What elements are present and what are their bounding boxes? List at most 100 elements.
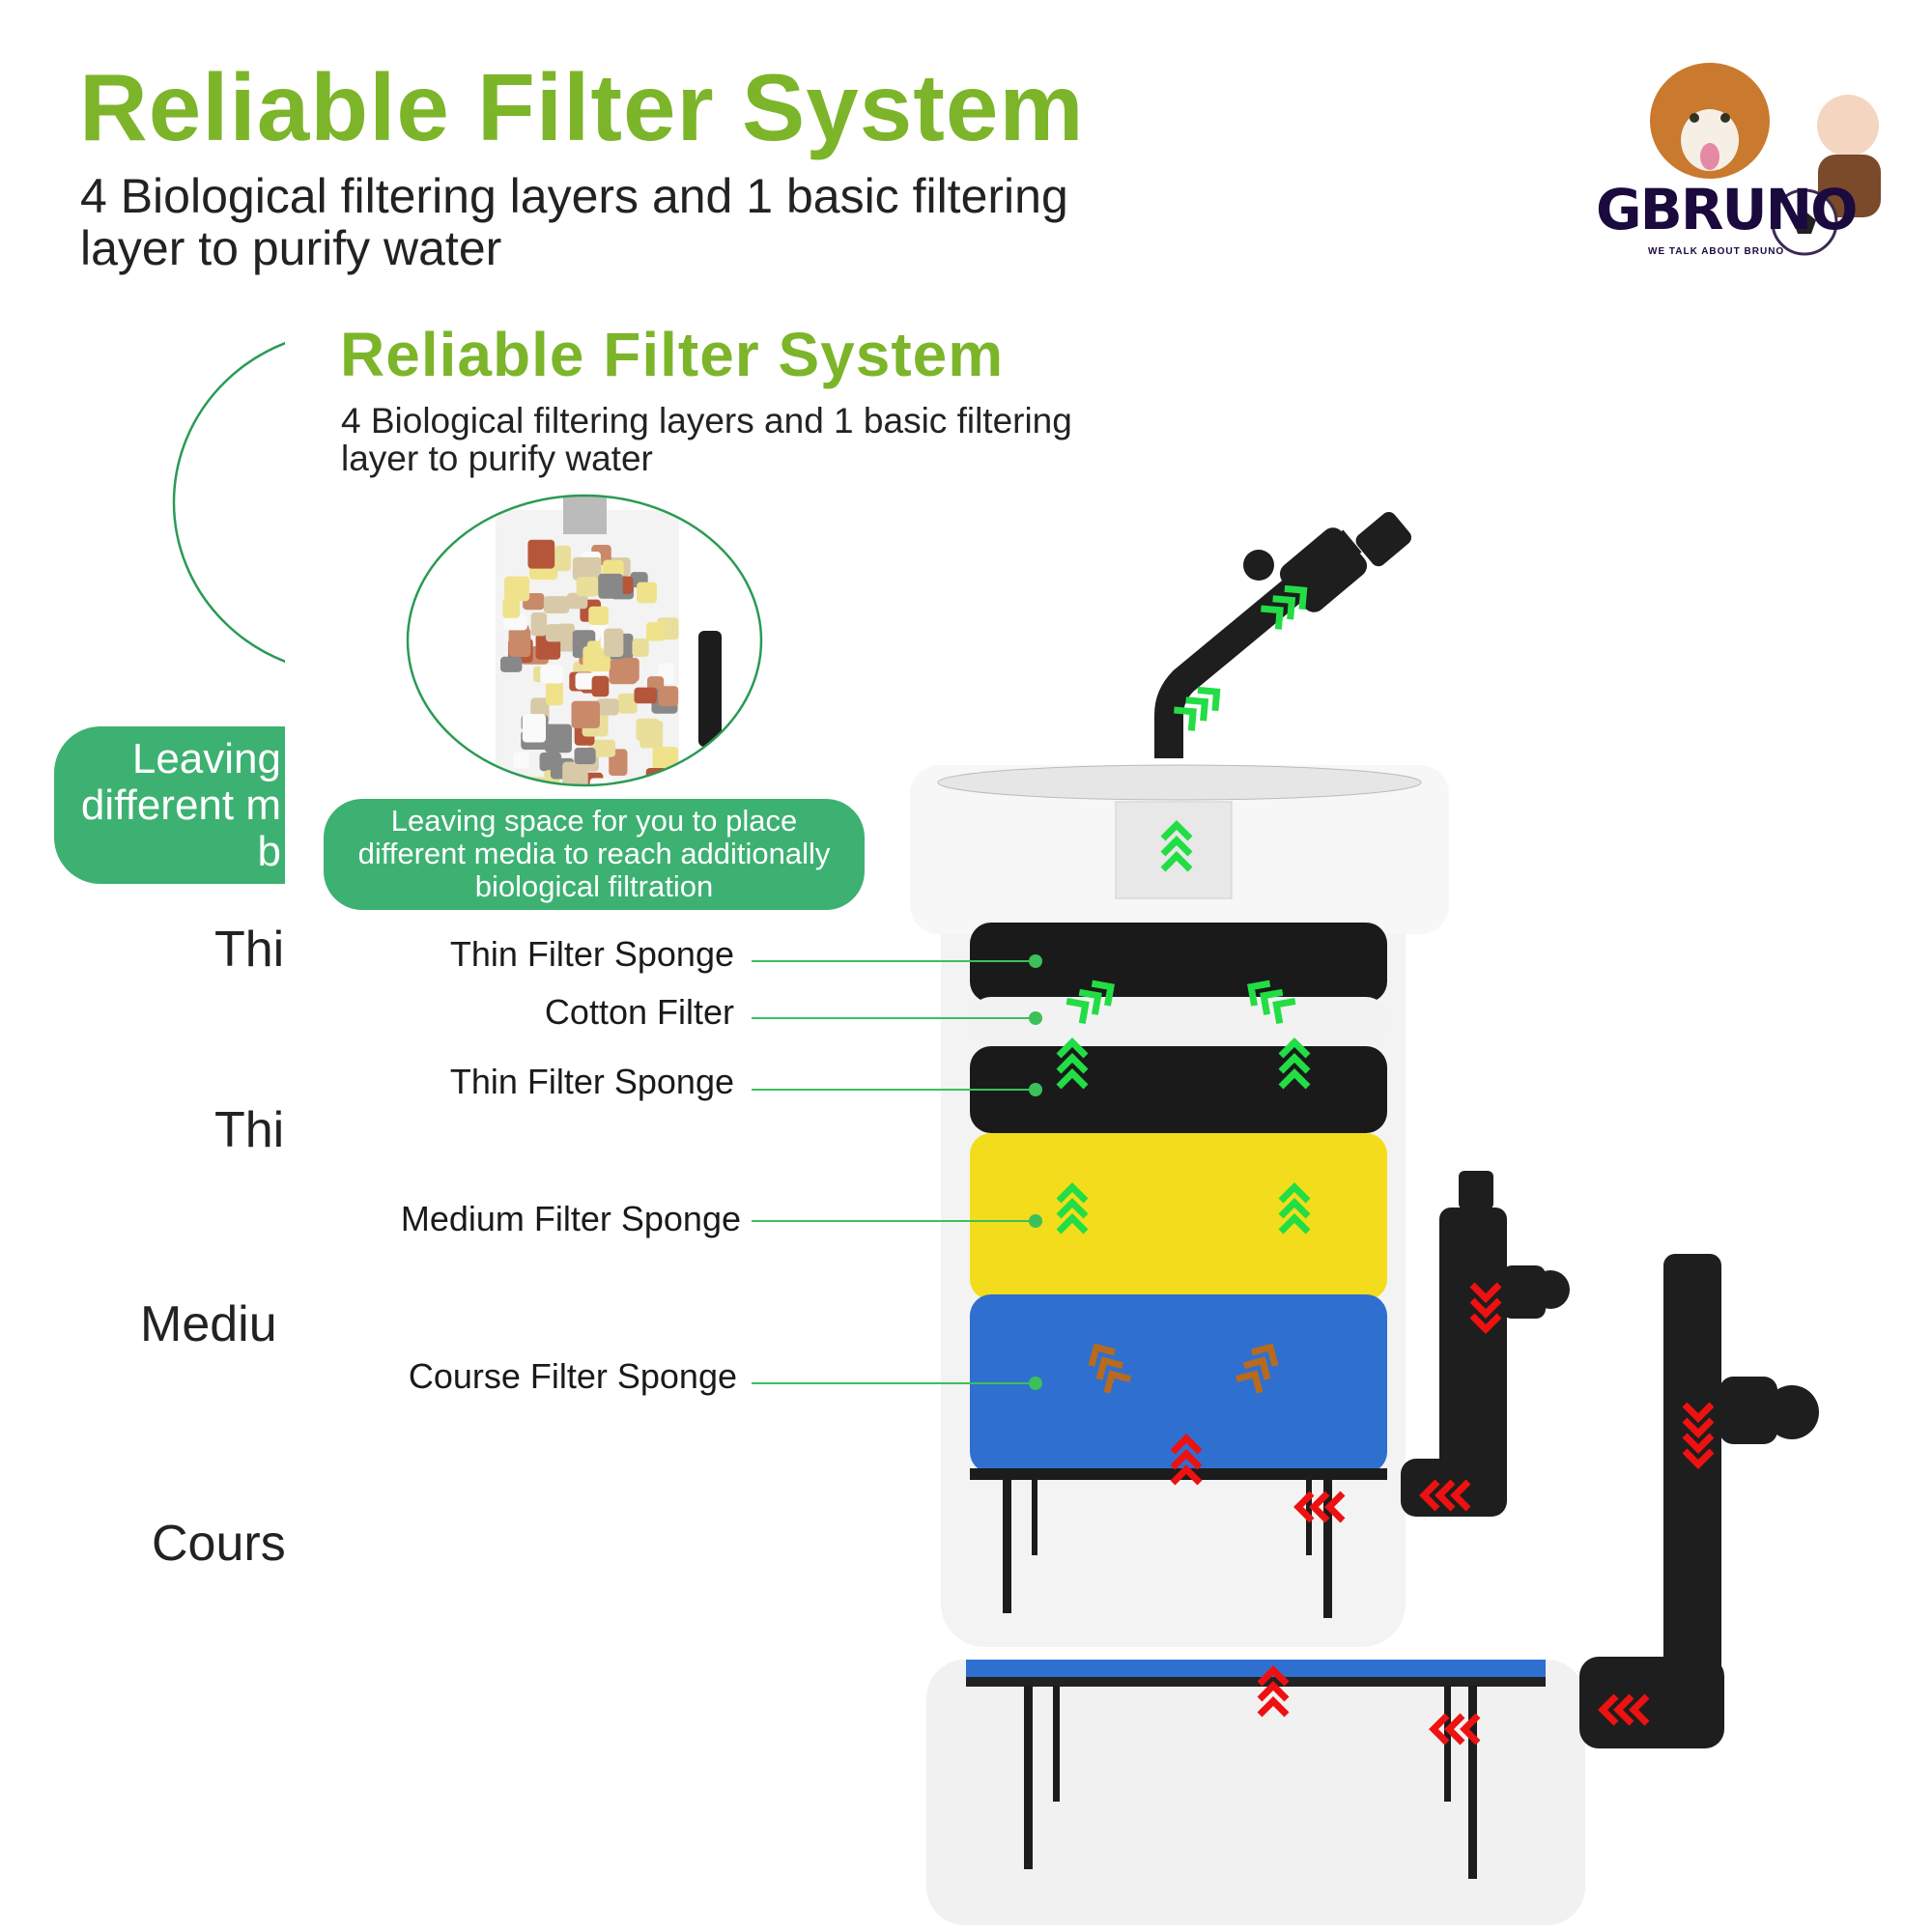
leader-dot — [1029, 1377, 1042, 1390]
subtitle-line-1: 4 Biological filtering layers and 1 basi… — [80, 169, 1068, 223]
chevron-arrow-icon — [1056, 1037, 1089, 1090]
layer-label-cotton: Cotton Filter — [544, 992, 734, 1032]
bio-media-piece — [604, 628, 624, 657]
chevron-arrow-icon — [1088, 1343, 1132, 1394]
bio-media-piece — [562, 761, 588, 785]
page-subtitle: 4 Biological filtering layers and 1 basi… — [80, 170, 1068, 274]
chevron-arrow-icon — [1235, 1343, 1279, 1394]
bio-media-piece — [502, 598, 520, 618]
filter-layer — [970, 923, 1387, 1003]
chevron-arrow-icon — [1419, 1479, 1471, 1512]
filter-layer — [970, 997, 1387, 1046]
bio-media-piece — [652, 747, 679, 772]
bio-media-piece — [545, 624, 566, 642]
inset-title: Reliable Filter System — [340, 320, 1005, 389]
chevron-arrow-icon — [1257, 1665, 1290, 1718]
chevron-arrow-icon — [1170, 1434, 1203, 1486]
bio-media-piece — [646, 622, 666, 641]
leader-dot — [1029, 1011, 1042, 1025]
clipped-callout-line: different m — [80, 781, 281, 829]
chevron-arrow-icon — [1429, 1713, 1481, 1746]
chevron-arrow-icon — [1469, 1282, 1502, 1334]
clipped-label: Thi — [214, 1102, 285, 1158]
bio-media-piece — [571, 700, 600, 728]
filter-layer — [970, 1294, 1387, 1473]
bio-media-piece — [658, 686, 679, 706]
chevron-arrow-icon — [1278, 1182, 1311, 1235]
clipped-circle-arc — [172, 341, 285, 664]
bio-media-piece — [545, 680, 563, 706]
logo-tagline: WE TALK ABOUT BRUNO — [1648, 246, 1785, 257]
bio-media-piece — [598, 573, 623, 599]
clipped-callout-line: b — [257, 828, 281, 875]
bio-media-piece — [543, 596, 570, 614]
bio-media-piece — [508, 623, 529, 653]
bio-media-piece — [554, 545, 572, 572]
media-space-callout: Leaving space for you to place different… — [324, 799, 865, 910]
inlet-valve-icon — [698, 631, 722, 747]
bio-media-piece — [591, 675, 610, 697]
bio-media-piece — [588, 606, 610, 625]
chevron-arrow-icon — [1261, 584, 1308, 630]
clipped-callout: Leaving different m b — [54, 726, 285, 884]
subtitle-line-2: layer to purify water — [80, 221, 502, 275]
logo-brand-text: GBRUNO — [1596, 177, 1858, 242]
lower-canister — [926, 1660, 1585, 1925]
baby-icon — [1817, 95, 1879, 156]
leader-dot — [1029, 954, 1042, 968]
bio-media-piece — [639, 720, 664, 749]
leader-dot — [1029, 1083, 1042, 1096]
bio-media-piece — [530, 612, 548, 637]
inlet-pipe-large[interactable] — [1579, 1254, 1819, 1748]
bio-media-piece — [634, 687, 658, 704]
bio-media-piece — [522, 713, 547, 743]
callout-line: biological filtration — [474, 869, 714, 903]
inset-subtitle-line: layer to purify water — [341, 439, 653, 478]
leader-dot — [1029, 1214, 1042, 1228]
clipped-label: Thi — [214, 922, 285, 978]
filter-layer — [970, 1133, 1387, 1300]
bio-media-piece — [513, 752, 530, 769]
logo-illustration — [1650, 63, 1881, 256]
callout-line: Leaving space for you to place — [390, 804, 798, 838]
bio-media-piece — [504, 576, 530, 602]
inset-subtitle-line: 4 Biological filtering layers and 1 basi… — [341, 401, 1072, 440]
layer-leader-lines — [752, 954, 1042, 1390]
bio-media-piece — [566, 592, 588, 610]
bio-media-piece — [632, 639, 649, 657]
bio-media-piece — [572, 556, 602, 581]
flow-arrows — [1056, 584, 1715, 1746]
bio-media-circle — [406, 494, 763, 787]
filter-layers — [970, 923, 1387, 1473]
chevron-arrow-icon — [1174, 686, 1221, 731]
layer-label-medium-sponge: Medium Filter Sponge — [400, 1199, 741, 1238]
chevron-arrow-icon — [1293, 1491, 1346, 1523]
chevron-arrow-icon — [1160, 820, 1193, 872]
bio-media-piece — [576, 577, 599, 597]
clipped-label: Cours — [152, 1516, 285, 1572]
bio-media-piece — [544, 724, 572, 753]
bio-media-piece — [527, 539, 555, 569]
bio-media-piece — [620, 658, 639, 682]
callout-line: different media to reach additionally — [357, 837, 831, 870]
layer-label-thin-sponge-top: Thin Filter Sponge — [449, 934, 734, 974]
bio-media-piece — [617, 693, 638, 714]
page-title: Reliable Filter System — [79, 54, 1085, 160]
inset-subtitle: 4 Biological filtering layers and 1 basi… — [341, 402, 1072, 477]
chevron-arrow-icon — [1056, 1182, 1089, 1235]
chevron-arrow-icon — [1682, 1402, 1715, 1469]
chevron-arrow-icon — [1598, 1693, 1650, 1726]
chevron-arrow-icon — [1065, 980, 1115, 1025]
chevron-arrow-icon — [1278, 1037, 1311, 1090]
bio-media-piece — [596, 698, 619, 716]
inlet-pipe[interactable] — [1401, 1171, 1570, 1517]
bio-media-piece — [574, 747, 596, 765]
upper-canister — [910, 764, 1449, 1647]
bio-media-piece — [637, 582, 657, 604]
layer-label-course-sponge: Course Filter Sponge — [408, 1356, 737, 1396]
clipped-label: Mediu — [140, 1296, 277, 1352]
clipped-callout-line: Leaving — [131, 735, 281, 782]
layer-label-thin-sponge: Thin Filter Sponge — [449, 1062, 734, 1101]
bio-media-piece — [582, 646, 611, 672]
